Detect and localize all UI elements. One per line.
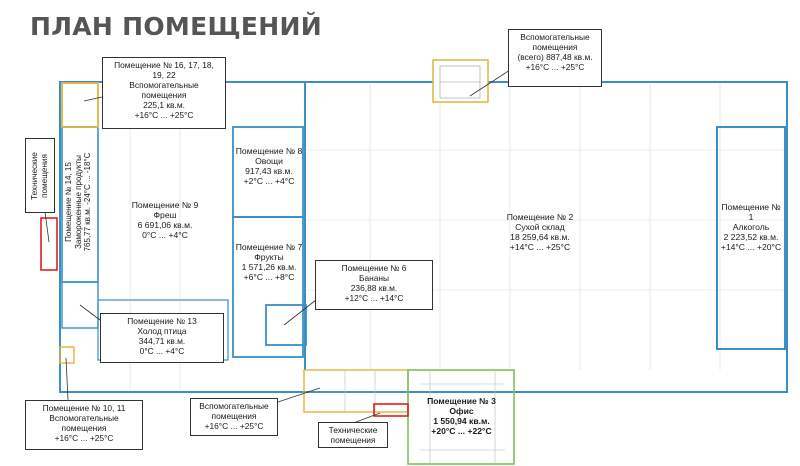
callout-room-16-line6: +16°С ... +25°С <box>134 110 194 120</box>
callout-room-10-11: Помещение № 10, 11 Вспомогательные помещ… <box>25 400 143 450</box>
callout-tech-left: Технические помещения <box>25 138 55 213</box>
room-14-15-area-temp: 765,77 кв.м. -24°С ... -18°С <box>83 152 92 252</box>
callout-room-6-line2: Бананы <box>358 273 390 283</box>
callout-aux-bottom-line2: помещения <box>211 411 257 421</box>
callout-tech-bottom: Технические помещения <box>318 422 388 448</box>
page-title: ПЛАН ПОМЕЩЕНИЙ <box>30 12 322 41</box>
room-14-15-number: Помещение № 14, 15 <box>64 162 73 242</box>
callout-room-10-11-line4: +16°С ... +25°С <box>54 433 114 443</box>
room-16-outline <box>61 82 99 128</box>
callout-aux-top-line1: Вспомогательные <box>520 32 590 42</box>
tech-room-left <box>40 217 58 271</box>
callout-aux-bottom-line3: +16°С ... +25°С <box>204 421 264 431</box>
room-1-name: Алкоголь <box>732 222 770 232</box>
callout-room-6-line1: Помещение № 6 <box>341 263 407 273</box>
room-3-area: 1 550,94 кв.м. <box>433 416 490 426</box>
room-7-outline <box>232 216 304 358</box>
room-7-label: Помещение № 7 Фрукты 1 571,26 кв.м. +6°С… <box>234 242 304 282</box>
callout-room-13-line2: Холод птица <box>137 326 187 336</box>
room-2-name: Сухой склад <box>515 222 565 232</box>
room-2-area: 18 259,64 кв.м. <box>510 232 570 242</box>
callout-aux-bottom-line1: Вспомогательные <box>199 401 269 411</box>
room-9-number: Помещение № 9 <box>131 200 199 210</box>
room-2-temp: +14°С ... +25°С <box>509 242 571 252</box>
leader-lines <box>44 69 511 423</box>
room-1-temp: +14°С ... +20°С <box>720 242 782 252</box>
callout-room-16-line3: Вспомогательные <box>129 80 199 90</box>
room-7-number: Помещение № 7 <box>235 242 303 252</box>
room-10-11-outline <box>59 346 75 364</box>
callout-room-13-line4: 0°С ... +4°С <box>139 346 185 356</box>
room-6-outline <box>265 304 307 346</box>
room-8-area: 917,43 кв.м. <box>245 166 293 176</box>
room-2-number: Помещение № 2 <box>506 212 574 222</box>
callout-aux-top: Вспомогательные помещения (всего) 887,48… <box>508 29 602 87</box>
room-3-label: Помещение № 3 Офис 1 550,94 кв.м. +20°С … <box>414 396 509 436</box>
room-8-label: Помещение № 8 Овощи 917,43 кв.м. +2°С ..… <box>234 146 304 186</box>
room-2-label: Помещение № 2 Сухой склад 18 259,64 кв.м… <box>480 212 600 252</box>
callout-tech-bottom-line2: помещения <box>330 435 376 445</box>
callout-room-16-line2: 19, 22 <box>152 70 176 80</box>
callout-aux-top-line4: +16°С ... +25°С <box>525 62 585 72</box>
callout-room-16-line4: помещения <box>141 90 187 100</box>
room-1-area: 2 223,52 кв.м. <box>723 232 779 242</box>
callout-tech-left-line1: Технические <box>30 152 39 200</box>
room-14-15-name: Замороженные продукты <box>73 155 83 249</box>
tech-room-bottom <box>373 403 409 417</box>
room-3-name: Офис <box>449 406 474 416</box>
room-3-number: Помещение № 3 <box>427 396 496 406</box>
room-8-number: Помещение № 8 <box>235 146 303 156</box>
room-9-name: Фреш <box>153 210 177 220</box>
room-3-temp: +20°С ... +22°С <box>431 426 492 436</box>
callout-tech-bottom-line1: Технические <box>328 425 378 435</box>
callout-tech-left-line2: помещения <box>39 154 49 198</box>
room-7-temp: +6°С ... +8°С <box>243 272 295 282</box>
callout-aux-top-line2: помещения <box>532 42 578 52</box>
callout-aux-bottom: Вспомогательные помещения +16°С ... +25°… <box>190 398 278 436</box>
room-1-outline <box>716 126 786 350</box>
building-outline <box>59 81 788 393</box>
room-1-label: Помещение № 1 Алкоголь 2 223,52 кв.м. +1… <box>718 202 784 252</box>
callout-room-6-line4: +12°С ... +14°С <box>344 293 404 303</box>
room-1-number: Помещение № 1 <box>721 202 781 222</box>
callout-room-13-line3: 344,71 кв.м. <box>138 336 186 346</box>
callout-room-16: Помещение № 16, 17, 18, 19, 22 Вспомогат… <box>102 57 226 129</box>
room-9-area: 6 691,06 кв.м. <box>137 220 193 230</box>
room-8-temp: +2°С ... +4°С <box>243 176 295 186</box>
room-3-office-outline <box>407 369 515 465</box>
callout-room-10-11-line2: Вспомогательные <box>49 413 119 423</box>
callout-room-10-11-line1: Помещение № 10, 11 <box>42 403 126 413</box>
callout-room-16-line5: 225,1 кв.м. <box>143 100 185 110</box>
room-9-temp: 0°С ... +4°С <box>142 230 188 240</box>
callout-room-13-line1: Помещение № 13 <box>127 316 197 326</box>
aux-block-top <box>432 59 489 103</box>
room-9-label: Помещение № 9 Фреш 6 691,06 кв.м. 0°С ..… <box>115 200 215 240</box>
callout-room-10-11-line3: помещения <box>61 423 107 433</box>
callout-room-6-line3: 236,88 кв.м. <box>350 283 398 293</box>
callout-room-13: Помещение № 13 Холод птица 344,71 кв.м. … <box>100 313 224 363</box>
callout-aux-top-line3: (всего) 887,48 кв.м. <box>517 52 593 62</box>
callout-room-16-line1: Помещение № 16, 17, 18, <box>114 60 214 70</box>
room-7-name: Фрукты <box>254 252 284 262</box>
room-7-area: 1 571,26 кв.м. <box>241 262 297 272</box>
room-8-name: Овощи <box>255 156 283 166</box>
room-14-15-label: Помещение № 14, 15 Замороженные продукты… <box>64 132 96 272</box>
callout-room-6: Помещение № 6 Бананы 236,88 кв.м. +12°С … <box>315 260 433 310</box>
